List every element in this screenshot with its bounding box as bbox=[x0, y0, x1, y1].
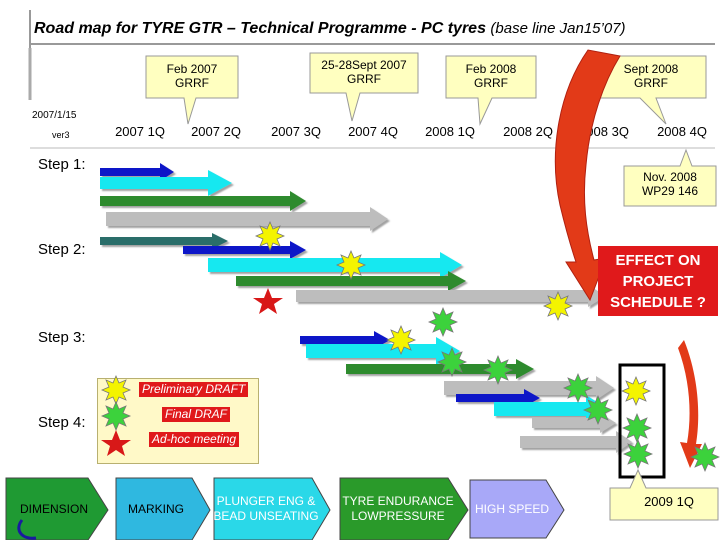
legend-final-label: Final DRAF bbox=[162, 407, 231, 422]
arrow-step3-cyan bbox=[306, 337, 460, 365]
arrow-step2-navy bbox=[183, 241, 306, 259]
arrow-step4-navy bbox=[456, 389, 540, 407]
callout-feb2007: Feb 2007 GRRF bbox=[145, 55, 239, 128]
topic-highspeed-label: HIGH SPEED bbox=[474, 502, 549, 516]
highlight-box bbox=[618, 363, 666, 479]
topic-marking-arrow bbox=[115, 477, 211, 540]
arrow-step2-grey bbox=[296, 285, 606, 307]
title-main: Road map for TYRE GTR – Technical Progra… bbox=[34, 20, 486, 37]
quarter-2008-1q: 2008 1Q bbox=[425, 124, 475, 139]
page-title: Road map for TYRE GTR – Technical Progra… bbox=[34, 20, 626, 38]
arrow-step1-green bbox=[100, 191, 306, 211]
topic-plunger-label: PLUNGER ENG & BEAD UNSEATING bbox=[213, 494, 319, 523]
quarter-2007-4q: 2007 4Q bbox=[348, 124, 398, 139]
callout-sept2007: 25-28Sept 2007 GRRF bbox=[309, 52, 419, 125]
doc-version: ver3 bbox=[52, 130, 70, 140]
quarter-2007-2q: 2007 2Q bbox=[191, 124, 241, 139]
red-curved-arrow-small bbox=[678, 340, 702, 468]
callout-nov2008: Nov. 2008 WP29 146 bbox=[623, 148, 717, 207]
title-baseline: (base line Jan15’07) bbox=[490, 20, 626, 37]
topic-highspeed-arrow bbox=[469, 479, 565, 539]
callout-nov2008-text: Nov. 2008 WP29 146 bbox=[641, 170, 699, 198]
step-4-label: Step 4: bbox=[38, 414, 86, 431]
end-label-2009-1q: 2009 1Q bbox=[644, 494, 694, 509]
quarter-2008-2q: 2008 2Q bbox=[503, 124, 553, 139]
arrow-step1-cyan bbox=[100, 170, 232, 196]
quarter-2007-3q: 2007 3Q bbox=[271, 124, 321, 139]
legend-adhoc-label: Ad-hoc meeting bbox=[149, 432, 240, 447]
topic-dimension-label: DIMENSION bbox=[19, 502, 88, 516]
topic-marking-label: MARKING bbox=[127, 502, 184, 516]
topic-endurance-label: TYRE ENDURANCE LOWPRESSURE bbox=[342, 494, 454, 523]
doc-date: 2007/1/15 bbox=[32, 110, 77, 121]
arrow-step1-grey bbox=[106, 207, 388, 231]
arrow-step2-green bbox=[236, 271, 466, 291]
title-underline bbox=[29, 10, 715, 48]
arrow-step1-navy bbox=[100, 163, 174, 181]
effect-on-schedule-text: EFFECT ON PROJECT SCHEDULE ? bbox=[610, 252, 706, 311]
step-2-label: Step 2: bbox=[38, 241, 86, 258]
topic-plunger-arrow bbox=[213, 477, 331, 540]
arrow-step2-cyan bbox=[208, 252, 462, 278]
callout-2009-1q bbox=[609, 468, 719, 521]
legend-preliminary-label: Preliminary DRAFT bbox=[139, 382, 249, 397]
topic-dimension-arrow bbox=[5, 477, 109, 540]
quarter-2007-1q: 2007 1Q bbox=[115, 124, 165, 139]
quarter-2008-4q: 2008 4Q bbox=[657, 124, 707, 139]
arrow-step2-teal bbox=[100, 233, 228, 249]
callout-sept2008-text: Sept 2008 GRRF bbox=[623, 62, 679, 90]
callout-feb2008-text: Feb 2008 GRRF bbox=[465, 62, 517, 90]
callout-sept2007-text: 25-28Sept 2007 GRRF bbox=[321, 58, 407, 86]
callout-feb2008: Feb 2008 GRRF bbox=[445, 55, 537, 128]
arrow-step3-navy bbox=[300, 331, 390, 349]
step-3-label: Step 3: bbox=[38, 329, 86, 346]
callout-sept2008: Sept 2008 GRRF bbox=[595, 55, 707, 128]
callout-feb2007-text: Feb 2007 GRRF bbox=[166, 62, 218, 90]
arrow-step4-grey-b bbox=[520, 431, 632, 453]
title-bar: Road map for TYRE GTR – Technical Progra… bbox=[0, 0, 720, 48]
topic-endurance-arrow bbox=[339, 477, 469, 540]
step-1-label: Step 1: bbox=[38, 156, 86, 173]
